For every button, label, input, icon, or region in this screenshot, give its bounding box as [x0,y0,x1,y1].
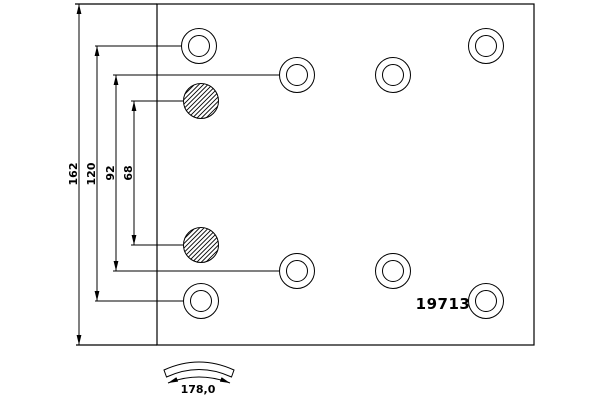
rivet-hole-outer [375,253,411,289]
rivet-hole-inner [188,35,210,57]
hatched-hole-top [183,83,219,119]
leader-lines [95,45,279,302]
rivet-hole-bottom-mid-left [279,253,315,289]
rivet-hole-outer [375,57,411,93]
rivet-hole-outer [183,283,219,319]
arc-width-label: 178,0 [181,383,216,396]
rivet-hole-top-left [181,28,217,64]
arc-width-double-arrow [167,376,231,384]
rivet-hole-bottom-right [468,283,504,319]
dimension-label-total-height: 162 [67,163,80,186]
rivet-hole-top-mid-left [279,57,315,93]
rivet-hole-bottom-mid-right [375,253,411,289]
dimension-label-inner-spacing: 68 [122,165,135,180]
curved-lining-section [163,361,235,378]
dimension-label-outer-spacing: 120 [85,162,98,185]
rivet-hole-outer [279,253,315,289]
rivet-hole-inner [286,260,308,282]
hatched-hole-bottom [183,227,219,263]
rivet-hole-inner [286,64,308,86]
rivet-hole-inner [475,290,497,312]
rivet-hole-inner [190,290,212,312]
rivet-hole-outer [279,57,315,93]
rivet-hole-inner [382,64,404,86]
rivet-hole-top-mid-right [375,57,411,93]
rivet-hole-outer [468,283,504,319]
rivet-hole-outer [468,28,504,64]
part-number: 19713 [416,295,471,313]
rivet-hole-outer [181,28,217,64]
rivet-hole-inner [475,35,497,57]
rivet-holes [181,28,504,319]
dimension-lines [76,4,137,345]
arc-width-symbol: 178,0 [163,361,235,396]
dimension-label-middle-spacing: 92 [104,165,117,180]
rivet-hole-top-right [468,28,504,64]
rivet-hole-inner [382,260,404,282]
rivet-hole-bottom-left [183,283,219,319]
lining-outline [156,3,535,346]
